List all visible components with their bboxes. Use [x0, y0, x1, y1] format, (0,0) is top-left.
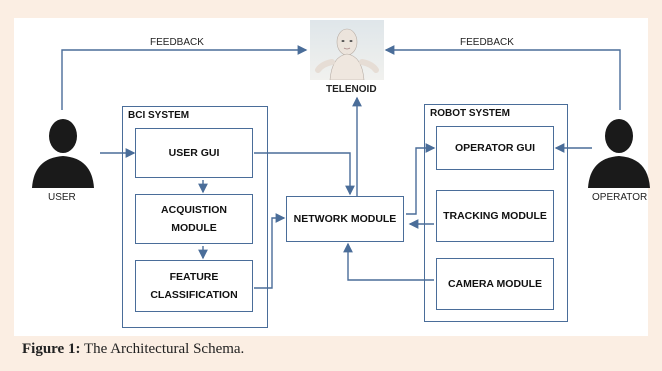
diagram-panel: FEEDBACK FEEDBACK TELENOID USER OPERATOR… — [14, 18, 650, 336]
connector-lines — [61, 45, 621, 289]
tracking-module-box: TRACKING MODULE — [436, 190, 554, 242]
operator-person-icon — [588, 119, 650, 188]
feedback-right-arrow — [384, 45, 621, 110]
usergui-to-network-arrow — [254, 152, 355, 196]
user-person-icon — [32, 119, 94, 188]
operator-label: OPERATOR — [592, 192, 648, 203]
camera-module-label: CAMERA MODULE — [447, 278, 543, 290]
caption-text: The Architectural Schema. — [80, 341, 245, 357]
telenoid-robot-icon — [315, 28, 379, 80]
feature-classification-box: FEATURE CLASSIFICATION — [135, 260, 253, 312]
feedback-left-arrow — [61, 45, 308, 110]
bci-system-title: BCI SYSTEM — [128, 110, 190, 121]
bci-system-group — [122, 106, 268, 328]
feature-to-network-arrow — [254, 213, 286, 289]
caption-label: Figure 1: — [22, 341, 81, 357]
robot-system-title: ROBOT SYSTEM — [430, 108, 511, 119]
robot-system-group — [424, 104, 568, 322]
figure-caption: Figure 1: The Architectural Schema. — [14, 338, 648, 360]
user-gui-label: USER GUI — [168, 147, 220, 159]
tracking-module-label: TRACKING MODULE — [443, 210, 547, 222]
operator-gui-label: OPERATOR GUI — [454, 142, 536, 154]
camera-module-box: CAMERA MODULE — [436, 258, 554, 310]
user-gui-box: USER GUI — [135, 128, 253, 178]
telenoid-image — [310, 20, 384, 80]
telenoid-label: TELENOID — [326, 84, 377, 95]
feature-classification-label: FEATURE CLASSIFICATION — [150, 271, 238, 301]
acquisition-module-label: ACQUISTION MODULE — [161, 204, 227, 234]
camera-to-network-arrow — [343, 242, 434, 281]
network-module-box: NETWORK MODULE — [286, 196, 404, 242]
feedback-left-label: FEEDBACK — [150, 37, 204, 48]
acquisition-module-box: ACQUISTION MODULE — [135, 194, 253, 244]
network-to-opgui-arrow — [406, 143, 436, 215]
user-label: USER — [48, 192, 76, 203]
operator-gui-box: OPERATOR GUI — [436, 126, 554, 170]
network-module-label: NETWORK MODULE — [293, 213, 397, 225]
feedback-right-label: FEEDBACK — [460, 37, 514, 48]
